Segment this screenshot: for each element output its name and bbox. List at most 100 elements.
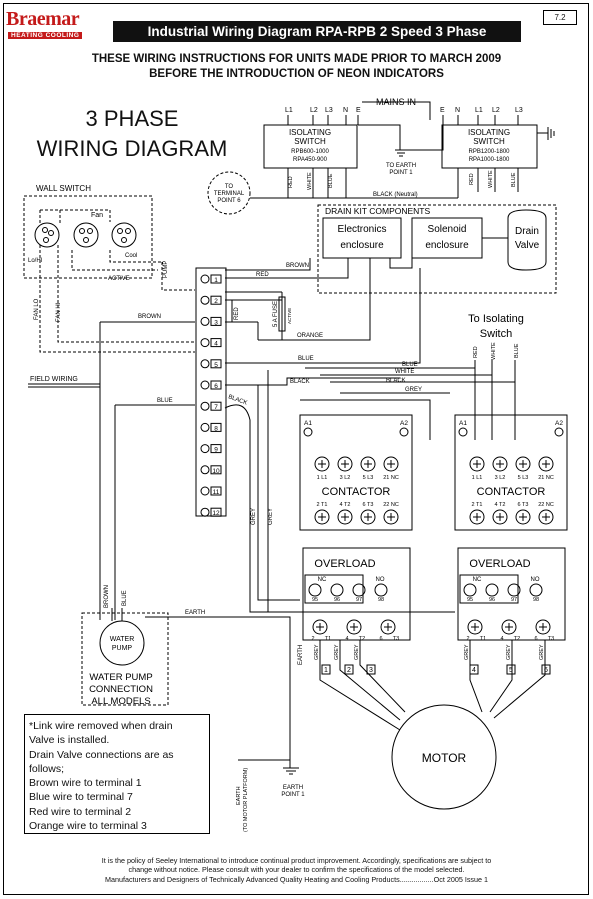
motor: MOTOR 1 2 3 4 5 6 GREY GREY GREY GREY GR… xyxy=(314,640,551,810)
contactor-coil-a2 xyxy=(399,427,409,437)
terminal-number-2: 2 xyxy=(214,298,218,305)
contactor-bottom-label: 6 T3 xyxy=(363,502,374,508)
terminal-screw-mark xyxy=(473,460,481,468)
terminal-screw xyxy=(200,274,210,284)
mains-right-l2: L2 xyxy=(492,107,500,114)
contactor-top-label: 1 L1 xyxy=(472,475,483,481)
tp6-line3: POINT 6 xyxy=(217,198,241,204)
page-frame xyxy=(3,3,589,895)
terminal-screw-mark xyxy=(318,513,326,521)
terminal-number-box xyxy=(210,380,222,390)
terminal-screw-mark xyxy=(519,513,527,521)
black-neutral-label: BLACK (Neutral) xyxy=(373,192,418,198)
cross-blue: BLUE xyxy=(402,362,418,368)
contactor-bottom-terminal xyxy=(360,509,376,525)
wire-grey-1: GREY xyxy=(251,508,257,525)
terminal-screw-mark xyxy=(316,623,324,631)
motor-grey-5: GREY xyxy=(506,644,512,660)
terminal-screw xyxy=(200,295,210,305)
terminal-number-box xyxy=(210,401,222,411)
iso-left-title2: SWITCH xyxy=(294,137,326,146)
motor-t2: 2 xyxy=(347,667,351,674)
headline-line-2: BEFORE THE INTRODUCTION OF NEON INDICATO… xyxy=(149,68,444,80)
braemar-logo: Braemar HEATING COOLING xyxy=(6,8,92,42)
contactor-top-terminal xyxy=(383,456,399,472)
iso-left-red: RED xyxy=(288,176,294,188)
note-line-7: Red wire to terminal 2 xyxy=(29,805,132,818)
contactor-bottom-terminal xyxy=(515,509,531,525)
overload-output xyxy=(467,619,483,635)
contactor-bottom-label: 22 NC xyxy=(538,502,554,508)
overload-output-num: 4 xyxy=(345,636,348,642)
overload-contact xyxy=(352,583,366,597)
mains-in: MAINS IN L1 L2 L3 N E E N L1 L2 L3 xyxy=(285,97,523,151)
terminal-number-box xyxy=(210,338,222,348)
wire-brown-1: BROWN xyxy=(286,263,309,269)
fuse-sub: ACTIVE xyxy=(287,308,292,324)
footer-line-2: change without notice. Please consult wi… xyxy=(128,865,465,875)
terminal-number-8: 8 xyxy=(214,425,218,432)
terminal-number-box xyxy=(210,465,222,475)
terminal-screw xyxy=(200,380,210,390)
pump-earth: EARTH xyxy=(185,610,205,616)
overload-contact xyxy=(529,583,543,597)
terminal-number-box xyxy=(210,359,222,369)
motor-t6: 6 xyxy=(544,667,548,674)
overload-nc: NC xyxy=(318,577,327,583)
earth-point: EARTH EARTH POINT 1 EARTH (TO MOTOR PLAT… xyxy=(236,645,305,832)
note-line-2: Valve is installed. xyxy=(29,734,110,747)
overload-output-t: T1 xyxy=(325,636,331,642)
contactor-bottom-terminal xyxy=(538,509,554,525)
terminal-number-11: 11 xyxy=(213,489,220,496)
footer: It is the policy of Seeley International… xyxy=(20,856,573,884)
terminal-screw-mark xyxy=(387,513,395,521)
overload-contact xyxy=(485,583,499,597)
contactor-top-terminal xyxy=(492,456,508,472)
contactor-top-label: 21 NC xyxy=(383,475,399,481)
overload-label-left: OVERLOAD xyxy=(314,558,375,570)
terminal-number-3: 3 xyxy=(214,319,218,326)
overload-output-t: T1 xyxy=(480,636,486,642)
contactor-top-label: 5 L3 xyxy=(363,475,374,481)
overload-contact-label: 96 xyxy=(489,597,495,603)
overload-contact-label: 97 xyxy=(356,597,362,603)
overload-contact-label: 98 xyxy=(533,597,539,603)
wire-red-2: RED xyxy=(234,307,240,320)
iso-right-blue: BLUE xyxy=(511,172,517,187)
terminal-screw-mark xyxy=(542,513,550,521)
terminal-number-6: 6 xyxy=(214,383,218,390)
logo-wordmark: Braemar xyxy=(6,8,80,30)
contactor-bottom-label: 4 T2 xyxy=(340,502,351,508)
mains-left-n: N xyxy=(343,107,348,114)
wire-blue-1: BLUE xyxy=(298,356,314,362)
iso-right-white: WHITE xyxy=(488,170,494,188)
mains-right-l3: L3 xyxy=(515,107,523,114)
pump-circle-2: PUMP xyxy=(112,645,133,652)
mains-left-l3: L3 xyxy=(325,107,333,114)
cross-black: BLACK xyxy=(386,378,406,384)
terminal-screw-mark xyxy=(519,460,527,468)
contactor-top-label: 21 NC xyxy=(538,475,554,481)
iso-left-model2: RPA450-900 xyxy=(293,157,328,163)
terminal-number-9: 9 xyxy=(214,447,218,454)
contactor-coil-a1 xyxy=(303,427,313,437)
note-line-8: Orange wire to terminal 3 xyxy=(29,820,147,833)
terminal-point-6: TO TERMINAL POINT 6 xyxy=(207,171,251,215)
terminal-screw-mark xyxy=(341,460,349,468)
note-line-5: Brown wire to terminal 1 xyxy=(29,777,142,790)
contactor-a1-left: A1 xyxy=(304,420,312,427)
contactor-top-label: 5 L3 xyxy=(518,475,529,481)
drain-valve-2: Valve xyxy=(515,240,540,251)
motor-grey-3: GREY xyxy=(354,644,360,660)
wire-grey-2: GREY xyxy=(268,508,274,525)
terminal-screw xyxy=(200,486,210,496)
cross-grey: GREY xyxy=(405,387,422,393)
black-neutral-wire: BLACK (Neutral) xyxy=(250,192,458,199)
terminal-screw-mark xyxy=(384,623,392,631)
overload-contact xyxy=(308,583,322,597)
terminal-screw-mark xyxy=(350,623,358,631)
overload-contact xyxy=(330,583,344,597)
iso-right-title1: ISOLATING xyxy=(468,128,510,137)
iso-right-model2: RPA1000-1800 xyxy=(469,157,510,163)
